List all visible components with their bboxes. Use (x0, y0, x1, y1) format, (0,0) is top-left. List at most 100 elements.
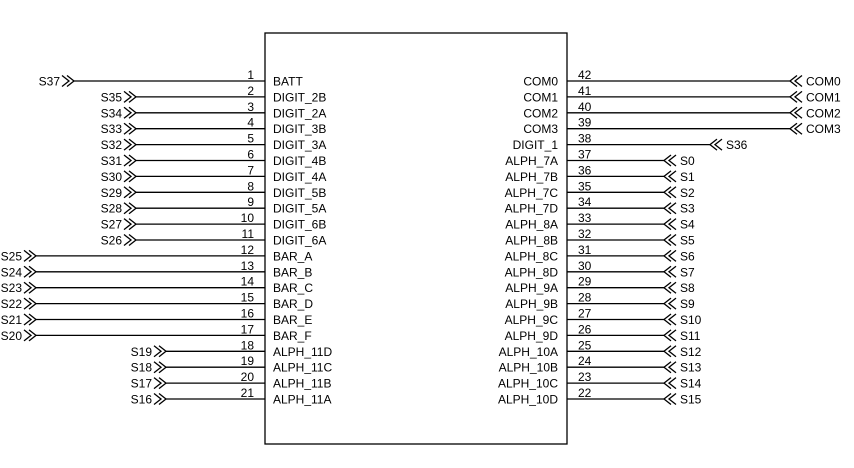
pin-number: 7 (247, 163, 254, 177)
net-label: COM0 (806, 75, 841, 89)
net-label: S31 (101, 154, 123, 168)
pin-number: 41 (578, 84, 592, 98)
pin-number: 39 (578, 116, 592, 130)
pin-name: ALPH_7A (505, 154, 558, 168)
net-connector-icon (662, 329, 677, 342)
pin-name: DIGIT_6B (273, 218, 326, 232)
net-label: S30 (101, 170, 123, 184)
net-connector-icon (23, 265, 38, 278)
pin-number: 17 (241, 322, 255, 336)
pin-number: 30 (578, 259, 592, 273)
pin-number: 35 (578, 179, 592, 193)
ic-body (264, 32, 568, 445)
pin-number: 37 (578, 148, 592, 162)
net-connector-icon (123, 233, 138, 247)
net-connector-icon (788, 74, 803, 88)
pin-number: 6 (247, 148, 254, 162)
pin-number: 21 (241, 386, 255, 400)
net-label: S20 (1, 329, 23, 343)
pin-name: ALPH_10D (498, 393, 558, 407)
net-label: S27 (101, 218, 123, 232)
pin-name: DIGIT_5A (273, 202, 326, 216)
net-connector-icon (662, 202, 677, 215)
net-label: S5 (680, 234, 695, 248)
pin-number: 23 (578, 370, 592, 384)
net-connector-icon (662, 281, 677, 294)
net-connector-icon (153, 345, 168, 358)
net-label: COM3 (806, 122, 841, 136)
pin-name: BAR_E (273, 313, 312, 327)
pin-number: 29 (578, 275, 592, 289)
net-connector-icon (662, 249, 677, 262)
pin-number: 33 (578, 211, 592, 225)
net-connector-icon (662, 297, 677, 310)
net-connector-icon (708, 138, 723, 151)
net-connector-icon (662, 265, 677, 278)
net-connector-icon (123, 90, 138, 103)
net-connector-icon (123, 170, 138, 183)
pin-number: 16 (241, 307, 255, 321)
net-label: S9 (680, 297, 695, 311)
net-label: S21 (1, 313, 23, 327)
pin-name: ALPH_10B (499, 361, 558, 375)
net-label: S25 (1, 249, 23, 263)
net-label: S3 (680, 202, 695, 216)
pin-number: 19 (241, 354, 255, 368)
pin-name: ALPH_11D (273, 345, 332, 359)
pin-number: 27 (578, 307, 592, 321)
net-label: S28 (101, 202, 123, 216)
pin-number: 36 (578, 163, 592, 177)
net-connector-icon (662, 154, 677, 167)
net-connector-icon (61, 74, 76, 88)
pin-name: ALPH_9C (505, 313, 559, 327)
pin-name: BAR_F (273, 329, 312, 343)
net-connector-icon (153, 377, 168, 390)
net-connector-icon (23, 329, 38, 342)
net-label: S10 (680, 313, 702, 327)
net-connector-icon (123, 202, 138, 215)
pin-number: 26 (578, 322, 592, 336)
pin-number: 24 (578, 354, 592, 368)
pin-number: 42 (578, 68, 592, 82)
right-pin-27: S10 27 ALPH_9C (505, 307, 702, 328)
net-label: S17 (131, 377, 153, 391)
pin-number: 2 (247, 84, 254, 98)
pin-number: 9 (247, 195, 254, 209)
right-pin-group: COM042COM0COM141COM1COM240COM2COM339COM3… (498, 68, 841, 407)
pin-name: DIGIT_4A (273, 170, 326, 184)
pin-number: 31 (578, 243, 592, 257)
pin-number: 22 (578, 386, 592, 400)
net-connector-icon (788, 106, 803, 119)
pin-number: 40 (578, 100, 592, 114)
pin-number: 5 (247, 132, 254, 146)
net-label: S32 (101, 138, 123, 152)
pin-number: 32 (578, 227, 592, 241)
net-label: S18 (131, 361, 153, 375)
pin-number: 13 (241, 259, 255, 273)
pin-name: ALPH_10A (499, 345, 558, 359)
pin-number: 28 (578, 291, 592, 305)
net-label: S24 (1, 265, 23, 279)
pin-number: 4 (247, 116, 254, 130)
net-label: S37 (39, 75, 61, 89)
pin-name: ALPH_11B (273, 377, 331, 391)
pin-name: COM3 (523, 122, 558, 136)
